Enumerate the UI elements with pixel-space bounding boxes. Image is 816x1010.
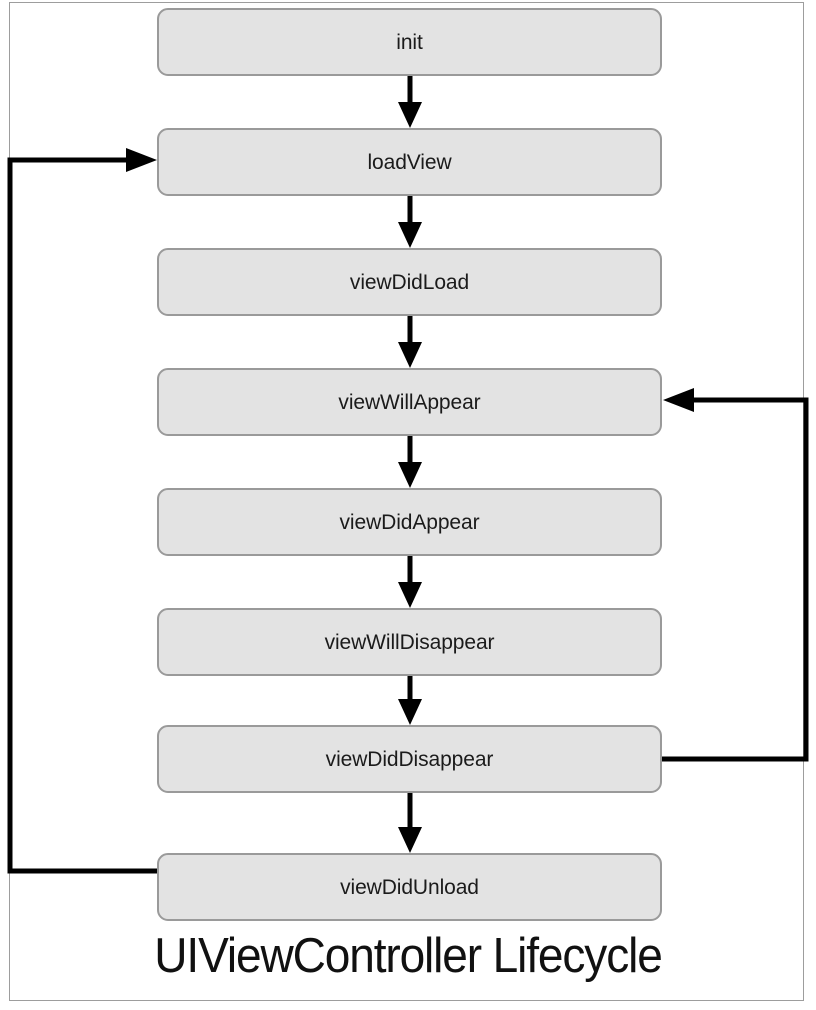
edge-viewwilldisappear-to-viewdiddisappear	[398, 676, 422, 725]
node-viewwilldisappear[interactable]: viewWillDisappear	[157, 608, 662, 676]
node-viewdiddisappear[interactable]: viewDidDisappear	[157, 725, 662, 793]
edge-viewdiddisappear-to-viewwillappear-loop	[662, 388, 809, 762]
node-label-viewdidunload: viewDidUnload	[340, 875, 479, 899]
node-label-init: init	[396, 30, 423, 54]
edge-init-to-loadview	[398, 76, 422, 128]
node-label-viewwillappear: viewWillAppear	[338, 390, 481, 414]
node-label-viewdiddisappear: viewDidDisappear	[325, 747, 494, 771]
node-viewdidunload[interactable]: viewDidUnload	[157, 853, 662, 921]
node-label-viewdidappear: viewDidAppear	[339, 510, 480, 534]
edge-viewwillappear-to-viewdidappear	[398, 436, 422, 488]
node-init[interactable]: init	[157, 8, 662, 76]
node-loadview[interactable]: loadView	[157, 128, 662, 196]
diagram-title: UIViewController Lifecycle	[154, 929, 663, 983]
edge-viewdiddisappear-to-viewdidunload	[398, 793, 422, 853]
node-label-viewwilldisappear: viewWillDisappear	[324, 630, 495, 654]
node-label-loadview: loadView	[367, 150, 452, 174]
node-viewdidload[interactable]: viewDidLoad	[157, 248, 662, 316]
edge-viewdidunload-to-loadview-loop	[7, 148, 157, 874]
edge-loadview-to-viewdidload	[398, 196, 422, 248]
node-label-viewdidload: viewDidLoad	[349, 270, 470, 294]
node-viewwillappear[interactable]: viewWillAppear	[157, 368, 662, 436]
node-viewdidappear[interactable]: viewDidAppear	[157, 488, 662, 556]
edge-viewdidload-to-viewwillappear	[398, 316, 422, 368]
edge-viewdidappear-to-viewwilldisappear	[398, 556, 422, 608]
